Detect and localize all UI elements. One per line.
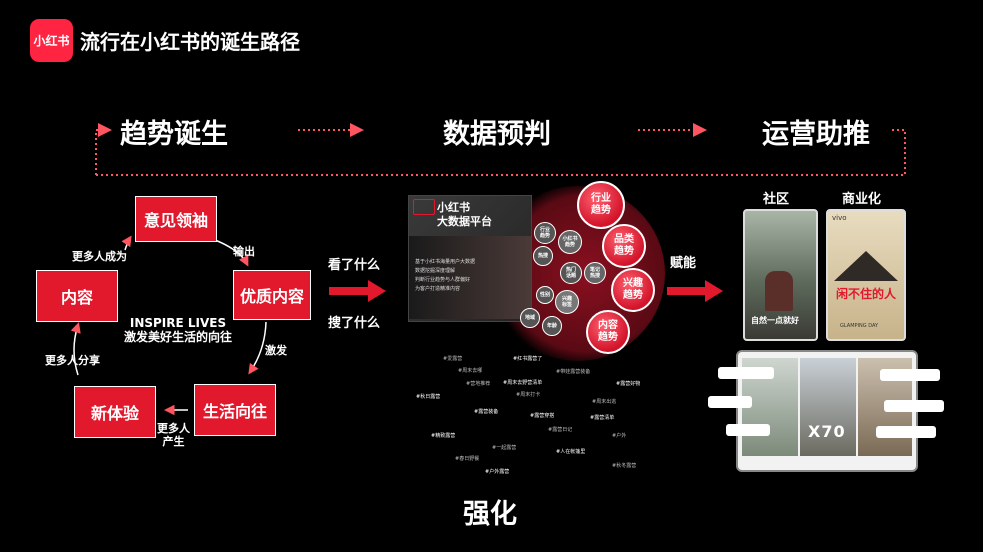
small-bubble-1: 行业 趋势 xyxy=(534,222,556,244)
bubble-industry-trend: 行业 趋势 xyxy=(577,181,625,229)
word-cloud-tag: #周末去哪 xyxy=(458,368,483,374)
platform-sub: 大数据平台 xyxy=(437,215,492,228)
label-more-produce: 更多人 产生 xyxy=(157,422,190,448)
commercial-sub: GLAMPING DAY xyxy=(840,323,879,329)
cycle-node-quality-content: 优质内容 xyxy=(233,270,311,320)
cycle-node-content: 内容 xyxy=(36,270,118,322)
arrow-label-searched: 搜了什么 xyxy=(328,316,381,331)
comment-chip xyxy=(708,396,752,408)
word-cloud-tag: #红书露营了 xyxy=(513,356,543,362)
center-en: INSPIRE LIVES xyxy=(129,316,227,330)
small-bubble-8: 年龄 xyxy=(542,316,562,336)
word-cloud-tag: #春日野餐 xyxy=(455,456,480,462)
word-cloud-tag: #精致露营 xyxy=(431,433,456,439)
label-commercial: 商业化 xyxy=(842,192,882,207)
arrow-label-empower: 赋能 xyxy=(670,256,697,271)
platform-brand: 小红书 xyxy=(437,201,470,214)
word-cloud-tag: #周末出逃 xyxy=(592,399,617,405)
label-output: 输出 xyxy=(233,245,255,258)
small-bubble-2: 小红书 趋势 xyxy=(558,230,582,254)
comment-chip xyxy=(726,424,770,436)
cycle-node-new-experience: 新体验 xyxy=(74,386,156,438)
comment-chip xyxy=(876,426,936,438)
word-cloud-tag: #露营清单 xyxy=(590,415,615,421)
word-cloud-tag: #营地推荐 xyxy=(466,381,491,387)
commercial-post-image: vivo 闲不住的人 GLAMPING DAY xyxy=(826,209,906,341)
small-bubble-5: 热搜 xyxy=(533,246,553,266)
tent-illustration xyxy=(834,251,898,281)
person-figure xyxy=(765,271,793,311)
bubble-interest-trend: 兴趣 趋势 xyxy=(611,268,655,312)
platform-panel: 小红书 大数据平台 基于小红书海量用户大数据数据挖掘深度理解判断行业趋势与人群偏… xyxy=(408,195,532,322)
word-cloud-tag: #人在帐篷里 xyxy=(556,449,586,455)
word-cloud-tag: #一起露营 xyxy=(492,445,517,451)
comment-chip xyxy=(884,400,944,412)
platform-photo xyxy=(409,236,531,319)
model-name: X70 xyxy=(808,422,846,441)
word-cloud-tag: #户外 xyxy=(612,433,627,439)
comment-chip xyxy=(718,367,774,379)
community-post-image: 自然一点就好 xyxy=(743,209,818,341)
cycle-node-kol: 意见领袖 xyxy=(135,196,217,242)
stage-trend-birth: 趋势诞生 xyxy=(120,119,228,150)
cycle-center-text: INSPIRE LIVES 激发美好生活的向往 xyxy=(122,316,234,344)
label-community: 社区 xyxy=(763,192,790,207)
small-bubble-9: 性别 xyxy=(536,286,554,304)
bubble-content-trend: 内容 趋势 xyxy=(586,310,630,354)
arrow-label-seen: 看了什么 xyxy=(328,258,381,273)
stage-operation-boost: 运营助推 xyxy=(762,119,870,150)
word-cloud-tag: #露营好物 xyxy=(616,381,641,387)
feed-card-2: X70 xyxy=(800,358,856,456)
xiaohongshu-logo: 小红书 xyxy=(30,19,73,62)
footer-strengthen: 强化 xyxy=(463,499,517,530)
word-cloud-tag: #带娃露营装备 xyxy=(556,369,591,375)
center-cn: 激发美好生活的向往 xyxy=(123,330,232,344)
page-title: 流行在小红书的诞生路径 xyxy=(80,30,300,54)
cycle-node-life-aspiration: 生活向往 xyxy=(194,384,276,436)
vivo-logo: vivo xyxy=(832,214,847,222)
comment-chip xyxy=(880,369,940,381)
word-cloud-tag: #露营穿搭 xyxy=(530,413,555,419)
bubble-category-trend: 品类 趋势 xyxy=(602,224,646,268)
label-more-share: 更多人分享 xyxy=(45,354,100,367)
small-bubble-6: 兴趣 标签 xyxy=(555,290,579,314)
label-more-become: 更多人成为 xyxy=(72,250,127,263)
word-cloud-tag: #户外露营 xyxy=(485,469,510,475)
word-cloud-tag: #周末打卡 xyxy=(516,392,541,398)
community-caption: 自然一点就好 xyxy=(751,316,799,325)
word-cloud-tag: #秋冬露营 xyxy=(612,463,637,469)
small-bubble-3: 热门 话题 xyxy=(560,262,582,284)
stage-data-prediction: 数据预判 xyxy=(443,119,551,150)
platform-icon xyxy=(413,199,435,215)
word-cloud-tag: #露营日记 xyxy=(548,427,573,433)
word-cloud-tag: #爱露营 xyxy=(443,356,463,362)
word-cloud-tag: #秋日露营 xyxy=(416,394,441,400)
small-bubble-7: 地域 xyxy=(520,308,540,328)
word-cloud-tag: #露营装备 xyxy=(474,409,499,415)
label-inspire: 激发 xyxy=(265,344,287,357)
platform-lines: 基于小红书海量用户大数据数据挖掘深度理解判断行业趋势与人群偏好为客户打造精准内容 xyxy=(415,259,476,292)
small-bubble-4: 笔记 热搜 xyxy=(584,262,606,284)
word-cloud-tag: #周末去野营清单 xyxy=(503,380,543,386)
commercial-caption: 闲不住的人 xyxy=(836,287,897,301)
